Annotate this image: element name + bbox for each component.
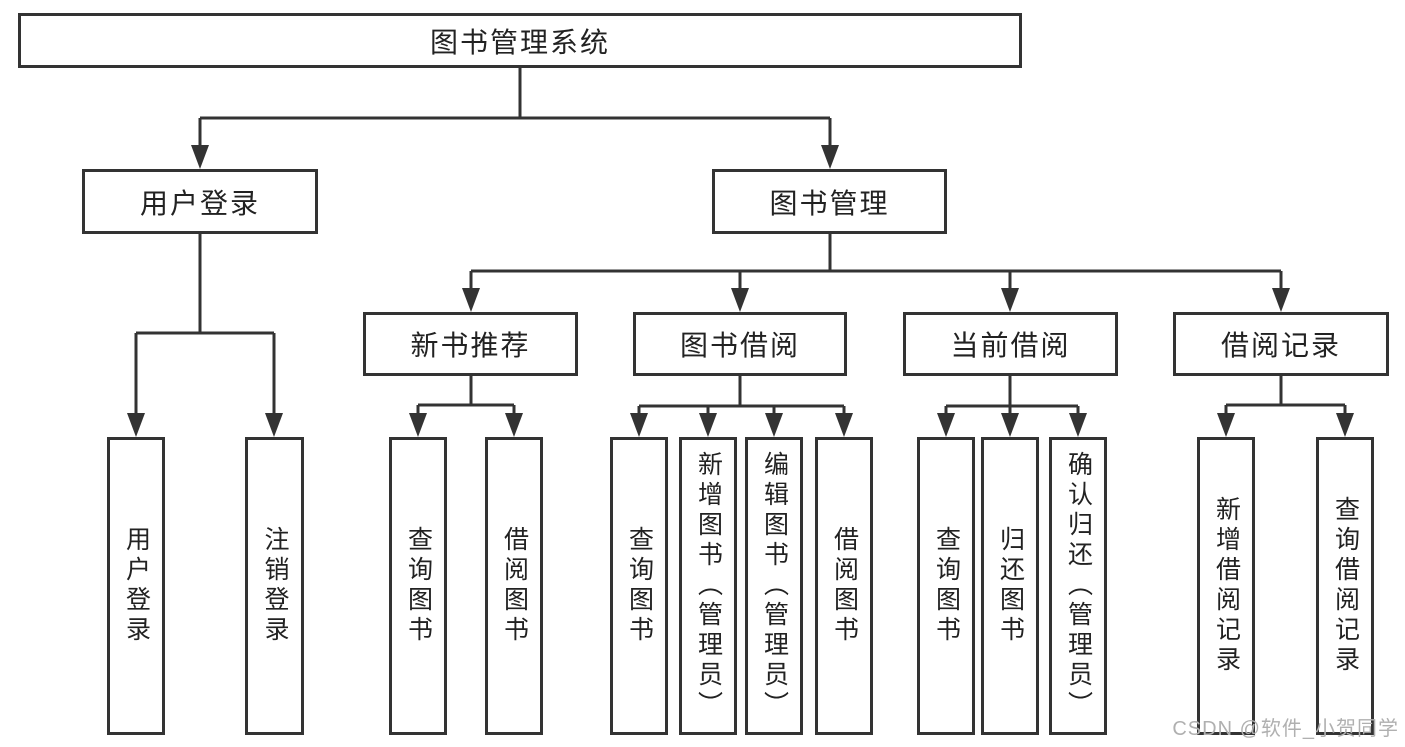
- node-borrowing-records: 借阅记录: [1173, 312, 1389, 376]
- leaf-label: 借阅图书: [500, 526, 529, 646]
- leaf-label: 新增图书（管理员）: [694, 451, 723, 721]
- leaf-query-borrow-record: 查询借阅记录: [1316, 437, 1374, 735]
- node-current-borrowing: 当前借阅: [903, 312, 1118, 376]
- leaf-label: 查询图书: [932, 526, 961, 646]
- leaf-query-books-recommend: 查询图书: [389, 437, 447, 735]
- leaf-borrow-books-recommend: 借阅图书: [485, 437, 543, 735]
- leaf-label: 用户登录: [122, 526, 151, 646]
- leaf-query-books-borrowing: 查询图书: [610, 437, 668, 735]
- leaf-label: 查询借阅记录: [1331, 496, 1360, 676]
- leaf-label: 注销登录: [261, 526, 289, 646]
- leaf-user-login: 用户登录: [107, 437, 165, 735]
- leaf-return-books: 归还图书: [981, 437, 1039, 735]
- node-book-management: 图书管理: [712, 169, 947, 234]
- leaf-edit-books-admin: 编辑图书（管理员）: [745, 437, 803, 735]
- leaf-confirm-return-admin: 确认归还（管理员）: [1049, 437, 1107, 735]
- node-new-book-recommendation: 新书推荐: [363, 312, 578, 376]
- leaf-label: 确认归还（管理员）: [1064, 451, 1093, 721]
- leaf-query-books-current: 查询图书: [917, 437, 975, 735]
- leaf-label: 归还图书: [996, 526, 1025, 646]
- node-label: 图书管理系统: [429, 26, 610, 58]
- node-label: 借阅记录: [1220, 330, 1341, 361]
- node-user-login: 用户登录: [82, 169, 318, 234]
- leaf-logout: 注销登录: [245, 437, 304, 735]
- node-label: 图书借阅: [679, 330, 800, 361]
- node-library-management-system: 图书管理系统: [18, 13, 1022, 68]
- node-book-borrowing: 图书借阅: [633, 312, 847, 376]
- leaf-label: 编辑图书（管理员）: [760, 451, 789, 721]
- leaf-label: 借阅图书: [830, 526, 859, 646]
- leaf-label: 查询图书: [625, 526, 654, 646]
- leaf-borrow-books: 借阅图书: [815, 437, 873, 735]
- node-label: 图书管理: [769, 187, 890, 219]
- node-label: 新书推荐: [410, 330, 531, 361]
- csdn-watermark: CSDN @软件_小贺同学: [1172, 718, 1399, 740]
- node-label: 用户登录: [139, 187, 260, 219]
- leaf-add-books-admin: 新增图书（管理员）: [679, 437, 737, 735]
- node-label: 当前借阅: [950, 330, 1071, 361]
- leaf-add-borrow-record: 新增借阅记录: [1197, 437, 1255, 735]
- leaf-label: 新增借阅记录: [1212, 496, 1241, 676]
- leaf-label: 查询图书: [404, 526, 433, 646]
- arrowheads: [127, 145, 1354, 437]
